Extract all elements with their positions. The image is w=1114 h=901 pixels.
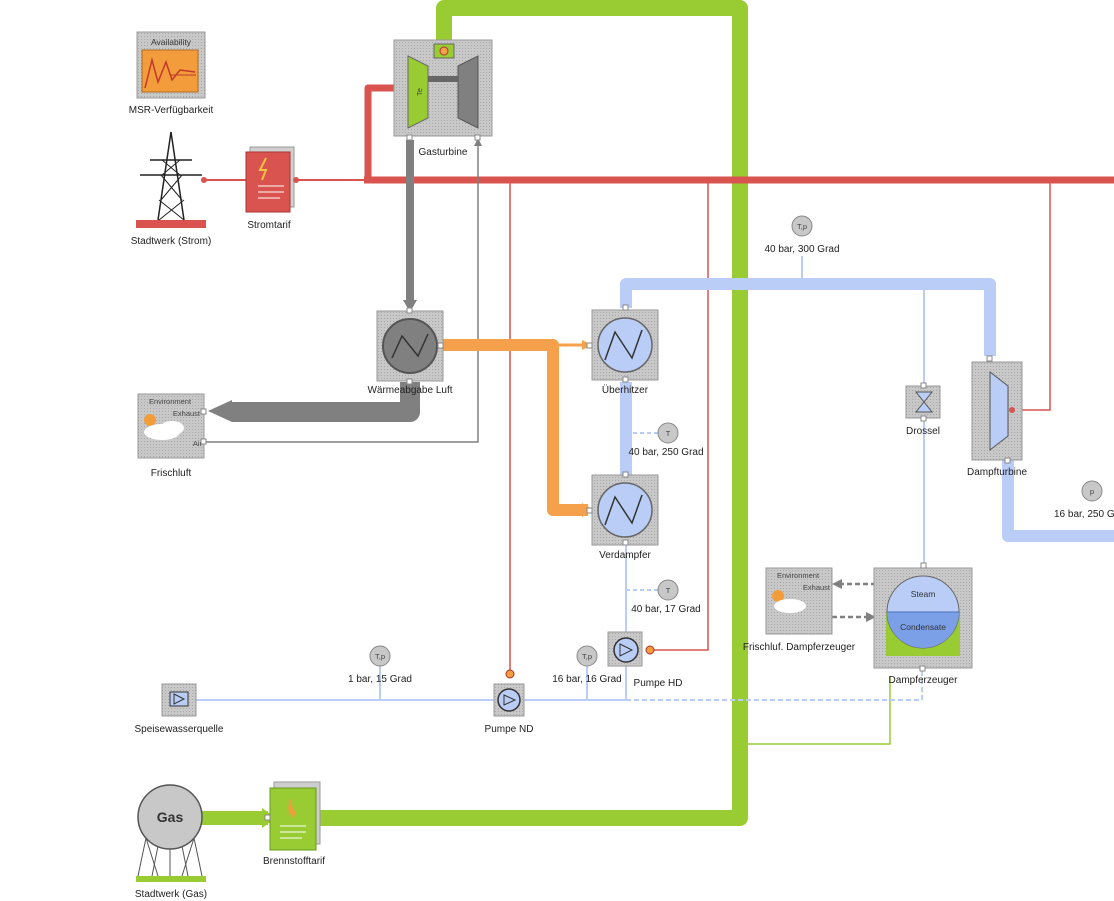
gasturbine-block[interactable]: Te Gasturbine	[393, 39, 493, 158]
sensor-s3-symbol: T	[666, 586, 671, 595]
env-title-2: Environment	[777, 571, 820, 580]
grid-base-bar	[136, 220, 206, 228]
pumpe-hd-block[interactable]: Pumpe HD	[607, 631, 683, 689]
air-intake-line	[206, 140, 479, 443]
frischluft-dampf-label: Frischluf. Dampferzeuger	[743, 642, 856, 653]
pumpe-hd-label: Pumpe HD	[634, 678, 683, 689]
sensor-s3-text: 40 bar, 17 Grad	[631, 604, 701, 615]
connection-dots	[200, 134, 1011, 821]
gas-text: Gas	[157, 809, 184, 825]
sensor-s1[interactable]: T,p 40 bar, 300 Grad	[764, 215, 840, 255]
exhaust-pipe-to-env	[232, 382, 420, 422]
sensor-s6-symbol: p	[1090, 487, 1094, 496]
sensor-s4[interactable]: T,p 16 bar, 16 Grad	[552, 645, 622, 685]
msr-label: MSR-Verfügbarkeit	[129, 105, 214, 116]
gasturbine-label: Gasturbine	[419, 147, 468, 158]
drossel-label: Drossel	[906, 426, 940, 437]
power-line-dampfturbine	[1014, 180, 1051, 411]
ueberhitzer-block[interactable]: Überhitzer	[591, 309, 659, 396]
sensor-s6-text: 16 bar, 250 G	[1054, 509, 1114, 520]
sensor-s5-symbol: T,p	[375, 652, 385, 661]
steam-text: Steam	[911, 589, 936, 599]
env-title: Environment	[149, 397, 192, 406]
frischluft-dampferzeuger-block[interactable]: Environment Exhaust Frischluf. Dampferze…	[743, 567, 856, 653]
waermeabgabe-label: Wärmeabgabe Luft	[367, 385, 452, 396]
steam-turbine-out	[1002, 434, 1114, 542]
exhaust-arrow-left	[208, 400, 232, 422]
brennstofftarif-label: Brennstofftarif	[263, 856, 325, 867]
ueberhitzer-label: Überhitzer	[602, 384, 649, 396]
pumpe-nd-label: Pumpe ND	[485, 724, 534, 735]
stromtarif-block[interactable]: Stromtarif	[245, 146, 299, 231]
water-dampferzeuger-return	[626, 668, 923, 701]
brennstofftarif-block[interactable]: Brennstofftarif	[263, 781, 325, 867]
speisewasserquelle-block[interactable]: Speisewasserquelle	[135, 683, 224, 735]
condensate-text: Condensate	[900, 622, 946, 632]
dampferzeuger-exhaust-arrow	[832, 579, 842, 589]
env-exhaust: Exhaust	[173, 409, 201, 418]
env-air: Air	[193, 439, 203, 448]
speisewasserquelle-label: Speisewasserquelle	[135, 724, 224, 735]
sensor-s4-symbol: T,p	[582, 652, 592, 661]
sensor-s2-text: 40 bar, 250 Grad	[628, 447, 703, 458]
dampfturbine-label: Dampfturbine	[967, 467, 1027, 478]
verdampfer-block[interactable]: Verdampfer	[591, 474, 659, 561]
sensor-s5[interactable]: T,p 1 bar, 15 Grad	[348, 645, 412, 685]
dampferzeuger-air-arrow	[866, 612, 876, 622]
drossel-block[interactable]: Drossel	[905, 385, 941, 437]
exhaust-arrow-down	[403, 300, 417, 312]
availability-title: Availability	[151, 37, 192, 47]
frischluft-block[interactable]: Environment Exhaust Air Frischluft	[137, 393, 205, 479]
dampfturbine-block[interactable]: Dampfturbine	[967, 361, 1027, 478]
dampferzeuger-label: Dampferzeuger	[889, 675, 959, 686]
fuel-pipe-thin	[748, 676, 891, 745]
power-pylon-icon[interactable]: Stadtwerk (Strom)	[131, 131, 212, 247]
fuel-pipe	[318, 0, 748, 826]
stadtwerk-gas-label: Stadtwerk (Gas)	[135, 889, 207, 900]
hot-air-pipe	[440, 339, 588, 516]
availability-block[interactable]: Availability MSR-Verfügbarkeit	[129, 31, 214, 116]
sensor-s2[interactable]: T 40 bar, 250 Grad	[628, 422, 704, 458]
gas-base-bar	[136, 876, 206, 882]
sensor-s1-symbol: T,p	[797, 222, 807, 231]
sensor-s1-text: 40 bar, 300 Grad	[764, 244, 839, 255]
stromtarif-label: Stromtarif	[247, 220, 291, 231]
gas-tank-icon[interactable]: Gas Stadtwerk (Gas)	[135, 784, 207, 900]
frischluft-label: Frischluft	[151, 468, 192, 479]
sensor-s3[interactable]: T 40 bar, 17 Grad	[631, 579, 701, 615]
waermeabgabe-block[interactable]: Wärmeabgabe Luft	[367, 310, 453, 396]
steam-main-pipe	[620, 278, 996, 356]
sensor-s2-symbol: T	[666, 429, 671, 438]
pumpe-nd-block[interactable]: Pumpe ND	[485, 669, 534, 735]
sensor-s6[interactable]: p 16 bar, 250 G	[1054, 480, 1114, 520]
sensor-s5-text: 1 bar, 15 Grad	[348, 674, 412, 685]
sensor-s4-text: 16 bar, 16 Grad	[552, 674, 622, 685]
air-arrow-up	[474, 138, 482, 146]
dampferzeuger-block[interactable]: Steam Condensate Dampferzeuger	[873, 567, 973, 686]
verdampfer-label: Verdampfer	[599, 550, 651, 561]
env-exhaust-2: Exhaust	[803, 583, 831, 592]
gasturbine-te: Te	[415, 88, 424, 96]
power-line-pumpe-hd	[652, 180, 709, 651]
stadtwerk-strom-label: Stadtwerk (Strom)	[131, 236, 212, 247]
